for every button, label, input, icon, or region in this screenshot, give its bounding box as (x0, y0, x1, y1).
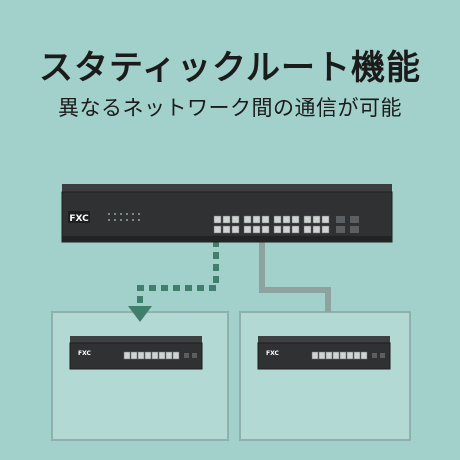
right-switch-port (332, 351, 340, 360)
routed-link-arrow-icon (128, 306, 152, 322)
main-switch-port (222, 225, 231, 234)
right-switch-ports (311, 351, 368, 360)
right-switch-port (318, 351, 326, 360)
left-switch-port (165, 351, 173, 360)
left-switch-port (130, 351, 138, 360)
right-switch-brand-label: FXC (266, 350, 280, 357)
main-switch-port (213, 215, 222, 224)
main-switch-port (252, 225, 261, 234)
main-switch-port (312, 215, 321, 224)
main-switch-port (243, 225, 252, 234)
left-switch-brand-label: FXC (78, 350, 92, 357)
left-switch-ports (123, 351, 180, 360)
main-switch-status-leds (108, 213, 140, 221)
main-switch-port (261, 215, 270, 224)
left-switch-port (123, 351, 131, 360)
right-switch: FXC (257, 336, 391, 370)
routed-link-line (137, 240, 219, 308)
right-switch-port (360, 351, 368, 360)
right-switch-port (311, 351, 319, 360)
main-switch-port (291, 215, 300, 224)
main-switch-port (252, 215, 261, 224)
plain-link-line (259, 240, 331, 312)
left-switch: FXC (69, 336, 203, 370)
right-switch-port (346, 351, 354, 360)
main-switch-port (231, 215, 240, 224)
main-switch-port (321, 225, 330, 234)
main-switch-port (282, 225, 291, 234)
main-switch-logo-plate (68, 211, 90, 223)
main-switch-port (312, 225, 321, 234)
main-switch-port (273, 225, 282, 234)
main-switch-ports (213, 215, 330, 234)
left-network-box (51, 311, 229, 441)
main-switch-port (243, 215, 252, 224)
page-title: スタティックルート機能 (39, 48, 421, 88)
main-switch-port (303, 225, 312, 234)
main-switch-brand-label: FXC (69, 214, 89, 224)
main-switch-port (261, 225, 270, 234)
main-switch-port (291, 225, 300, 234)
right-network-box (239, 311, 411, 441)
main-switch-port (222, 215, 231, 224)
main-switch-port (273, 215, 282, 224)
main-switch-sfp-ports (336, 216, 359, 233)
left-switch-port (172, 351, 180, 360)
page-subtitle: 異なるネットワーク間の通信が可能 (58, 96, 402, 120)
right-switch-port (339, 351, 347, 360)
main-switch-port (282, 215, 291, 224)
left-switch-port (151, 351, 159, 360)
right-switch-port (353, 351, 361, 360)
main-switch-port (321, 215, 330, 224)
main-switch-port (303, 215, 312, 224)
left-switch-port (144, 351, 152, 360)
left-switch-port (158, 351, 166, 360)
left-switch-port (137, 351, 145, 360)
main-switch-port (231, 225, 240, 234)
main-switch-port (213, 225, 222, 234)
main-switch: FXC (61, 184, 393, 243)
right-switch-port (325, 351, 333, 360)
